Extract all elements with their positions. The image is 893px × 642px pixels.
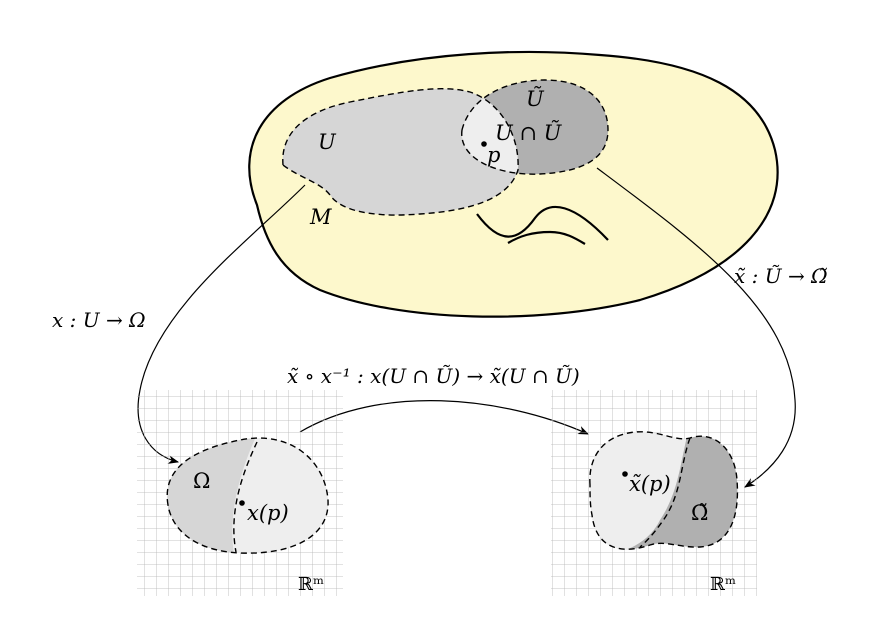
point-xtildep-dot [622, 471, 628, 477]
label-U: U [318, 130, 337, 154]
label-Omega: Ω [193, 469, 210, 493]
label-Rm-left: ℝᵐ [298, 574, 324, 595]
right-chart-panel: x̃(p) Ω̃ ℝᵐ [551, 390, 757, 596]
left-chart-panel: Ω x(p) ℝᵐ [137, 390, 343, 596]
label-xtilde-map: x̃ : Ũ → Ω̃ [734, 264, 828, 288]
x-intersection-boundary [233, 441, 258, 553]
chart-domain-Utilde-outline [461, 79, 609, 175]
surface-hole-upper [476, 205, 609, 241]
label-transition-map: x̃ ∘ x⁻¹ : x(U ∩ Ũ) → x̃(U ∩ Ũ) [287, 364, 580, 388]
region-Omega-outline [166, 437, 329, 554]
label-xtildep: x̃(p) [629, 472, 671, 496]
label-Omegatilde: Ω̃ [691, 501, 708, 525]
label-x-map: x : U → Ω [52, 308, 146, 332]
point-p-dot [481, 141, 487, 147]
region-xtilde-intersection [589, 431, 690, 550]
label-Rm-right: ℝᵐ [710, 574, 736, 595]
label-intersection: U ∩ Ũ [495, 121, 563, 145]
label-M: M [309, 205, 332, 229]
label-xp: x(p) [247, 501, 289, 525]
point-xp-dot [239, 500, 245, 506]
chart-domain-U-outline [282, 88, 519, 216]
region-x-intersection [232, 438, 329, 554]
label-p: p [487, 143, 500, 167]
arrow-transition-map [299, 400, 589, 435]
region-Omegatilde-outline [589, 431, 739, 550]
chart-domain-U [282, 88, 519, 216]
surface-hole-lower [507, 230, 586, 245]
xtilde-intersection-boundary [639, 437, 691, 548]
label-Utilde: Ũ [526, 87, 545, 111]
arrow-xtilde-map [596, 167, 796, 488]
